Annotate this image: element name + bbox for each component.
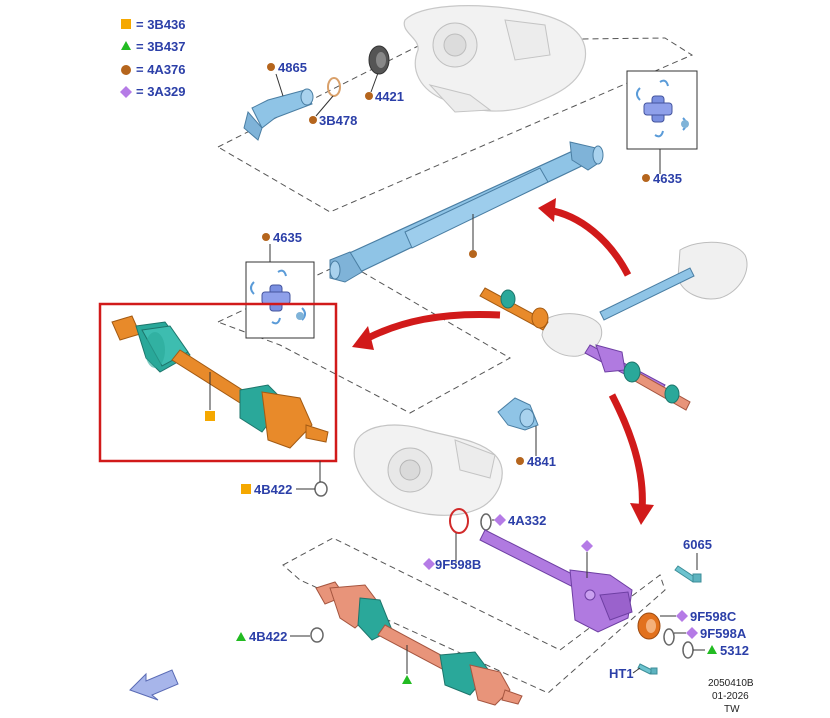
snap-ring-4b422-mid: [314, 481, 328, 497]
ujoint-cross-top: [636, 79, 689, 138]
callout-4b422-low: 4B422: [249, 629, 287, 644]
oring-9f598b: [449, 508, 469, 534]
bolt-ht1: [637, 663, 658, 675]
callout-9f598c-marker: [676, 610, 688, 622]
red-arrows: [352, 198, 654, 525]
middle-plane-outline: [216, 261, 512, 414]
callout-4a332-marker: [494, 514, 506, 526]
upper-plane-outline: [216, 37, 694, 213]
callout-4635-top-marker: [642, 174, 650, 182]
callout-ht1-leader: [632, 667, 641, 674]
legend-item-triangle: = 3B437: [136, 39, 186, 54]
propeller-shaft-marker: [469, 250, 477, 258]
callout-4421-leader: [370, 72, 379, 93]
highlight-box: [98, 302, 338, 463]
flange-yoke-4865: [243, 88, 314, 141]
bolt-6065: [674, 565, 702, 583]
callout-4635-left: 4635: [273, 230, 302, 245]
legend-square-marker: [121, 19, 131, 29]
callout-9f598a: 9F598A: [700, 626, 747, 641]
orange-shaft-square-marker: [205, 411, 215, 421]
callout-4865: 4865: [278, 60, 307, 75]
callout-5312-marker: [707, 645, 717, 654]
callout-9f598c: 9F598C: [690, 609, 737, 624]
callout-3b478-marker: [309, 116, 317, 124]
seal-9f598c: [637, 612, 661, 640]
legend-circle-marker: [121, 65, 131, 75]
halfshaft-orange: [111, 315, 329, 449]
differential-housing: [353, 424, 503, 516]
propeller-shaft: [329, 141, 604, 283]
transfer-case-top: [403, 5, 587, 113]
callout-9f598a-marker: [686, 627, 698, 639]
snap-ring-4b422-low: [310, 627, 324, 643]
callout-4b422-mid: 4B422: [254, 482, 292, 497]
legend-item-circle: = 4A376: [136, 62, 186, 77]
footer-date: 01-2026: [712, 691, 749, 702]
callout-4841-marker: [516, 457, 524, 465]
salmon-shaft-triangle-marker: [402, 675, 412, 684]
footer-code: 2050410B: [708, 678, 754, 689]
callout-9f598b-marker: [423, 558, 435, 570]
callout-4b422-mid-marker: [241, 484, 251, 494]
callout-5312: 5312: [720, 643, 749, 658]
snap-ring-3b478: [327, 77, 341, 97]
callout-4b422-low-marker: [236, 632, 246, 641]
ring-4a332: [480, 513, 492, 531]
callout-4865-leader: [275, 73, 284, 97]
legend-item-square: = 3B436: [136, 17, 186, 32]
callout-3b478-leader: [315, 95, 334, 117]
legend: = 3B436 = 3B437 = 4A376 = 3A329: [120, 17, 186, 99]
seal-4421: [368, 45, 390, 75]
callout-9f598b: 9F598B: [435, 557, 481, 572]
callout-4635-top: 4635: [653, 171, 682, 186]
callout-4865-marker: [267, 63, 275, 71]
ring-5312: [682, 641, 694, 659]
flange-4841: [497, 397, 539, 431]
callout-6065: 6065: [683, 537, 712, 552]
footer-initials: TW: [724, 704, 740, 715]
halfshaft-salmon: [315, 581, 523, 706]
callout-4421: 4421: [375, 89, 404, 104]
intermediate-shaft-purple: [479, 529, 633, 633]
direction-arrow-icon: [129, 669, 179, 701]
overview-assembly: [479, 241, 748, 411]
callout-4421-marker: [365, 92, 373, 100]
legend-item-diamond: = 3A329: [136, 84, 186, 99]
callout-3b478: 3B478: [319, 113, 357, 128]
purple-shaft-diamond-marker: [581, 540, 593, 552]
legend-triangle-marker: [121, 41, 131, 50]
callout-ht1: HT1: [609, 666, 634, 681]
callout-4a332: 4A332: [508, 513, 546, 528]
callout-4841: 4841: [527, 454, 556, 469]
callout-4635-left-marker: [262, 233, 270, 241]
legend-diamond-marker: [120, 86, 132, 98]
ring-9f598a: [663, 628, 675, 646]
